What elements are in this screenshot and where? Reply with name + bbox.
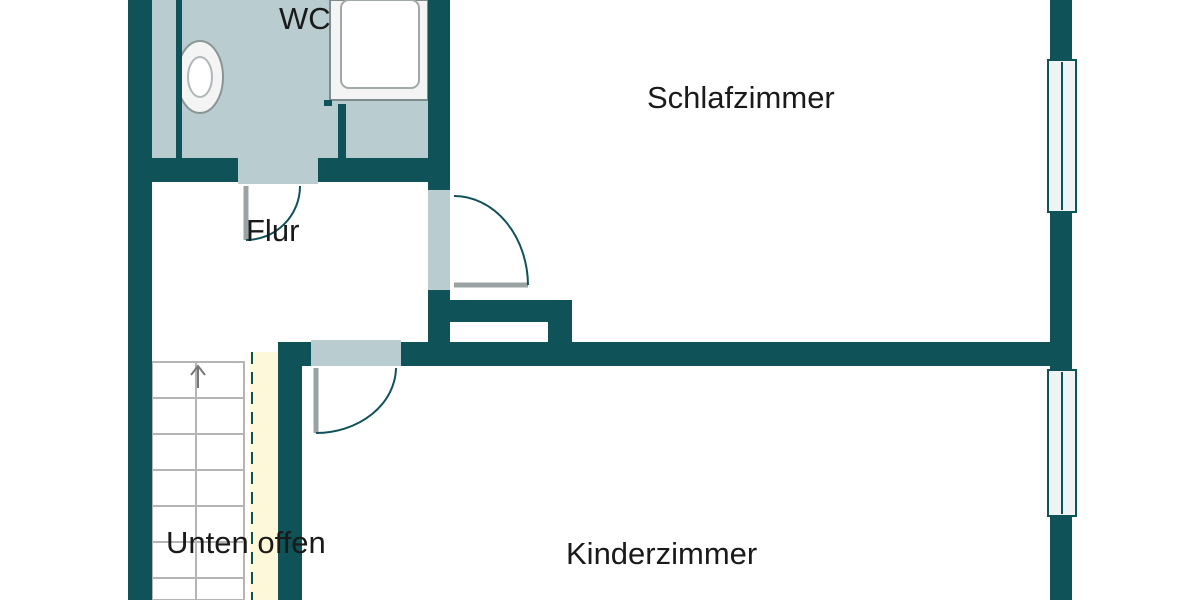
stair-landing [250,352,280,600]
room-label-wc: WC [279,1,331,36]
staircase [151,352,253,600]
arrow-up-icon [190,364,206,388]
room-label-kinderzimmer: Kinderzimmer [566,536,757,571]
window-kinderzimmer [1047,369,1077,517]
door-kinderzimmer [311,340,401,434]
wc-partitions [176,0,346,160]
room-label-flur: Flur [246,213,299,248]
room-label-unten-offen: Unten offen [166,525,326,560]
door-wc [238,158,318,241]
door-schlafzimmer [428,190,529,290]
window-schlafzimmer [1047,59,1077,213]
room-label-schlafzimmer: Schlafzimmer [647,80,835,115]
bathtub-icon [329,0,429,101]
walls [128,0,1072,600]
toilet-icon [176,40,224,114]
